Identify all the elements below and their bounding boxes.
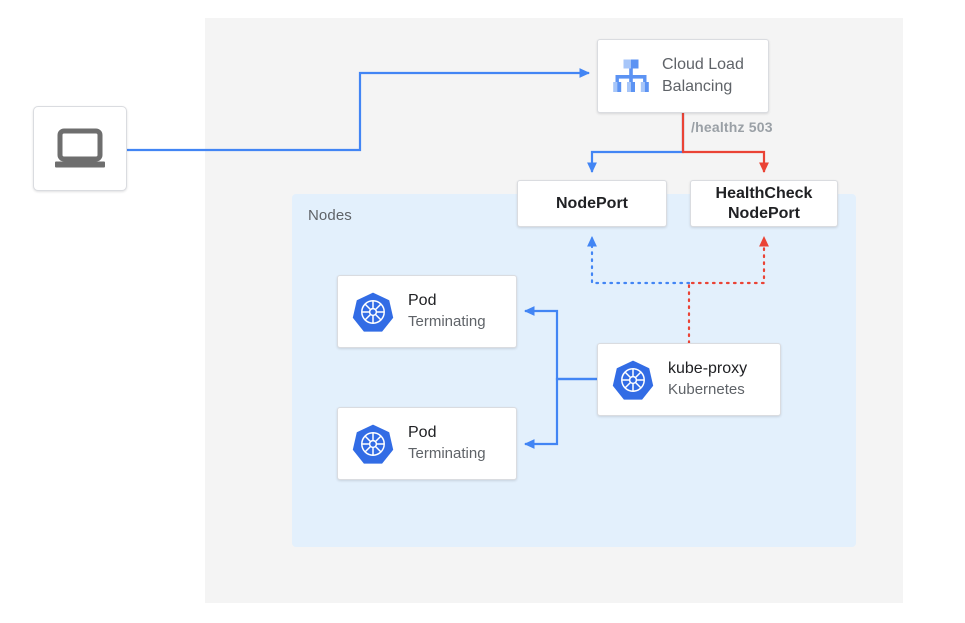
cloud-load-balancing-label-line1: Cloud Load [662,56,744,73]
cloud-load-balancing-icon [613,59,649,92]
cloud-load-balancing-card[interactable]: Cloud Load Balancing [597,39,769,113]
pod-title: Pod [408,424,437,441]
nodeport-label: NodePort [556,194,628,214]
pod-card[interactable]: Pod Terminating [337,407,517,480]
pod-status: Terminating [408,313,486,330]
kubernetes-icon [352,292,394,332]
kube-proxy-subtitle: Kubernetes [668,381,745,398]
cloud-load-balancing-label: Cloud Load Balancing [662,54,744,98]
healthcheck-nodeport-label-line2: NodePort [727,204,800,222]
nodes-panel-label: Nodes [308,207,352,224]
pod-card[interactable]: Pod Terminating [337,275,517,348]
kube-proxy-title: kube-proxy [668,360,748,377]
healthcheck-nodeport-label-line1: HealthCheck [715,184,813,202]
healthcheck-nodeport-label: HealthCheck NodePort [716,184,813,224]
client-device-card[interactable] [33,106,127,191]
laptop-icon [55,128,105,167]
healthcheck-nodeport-card[interactable]: HealthCheck NodePort [690,180,838,227]
pod-card-text: Pod Terminating [408,291,486,332]
healthz-status-label: /healthz 503 [691,119,773,135]
kube-proxy-card-text: kube-proxy Kubernetes [668,359,747,400]
kubernetes-icon [352,424,394,464]
pod-card-text: Pod Terminating [408,423,486,464]
nodeport-label-line1: NodePort [556,194,628,212]
cloud-load-balancing-label-line2: Balancing [662,78,733,95]
pod-status: Terminating [408,445,486,462]
nodeport-card[interactable]: NodePort [517,180,667,227]
kubernetes-icon [612,360,654,400]
kube-proxy-card[interactable]: kube-proxy Kubernetes [597,343,781,416]
pod-title: Pod [408,292,437,309]
